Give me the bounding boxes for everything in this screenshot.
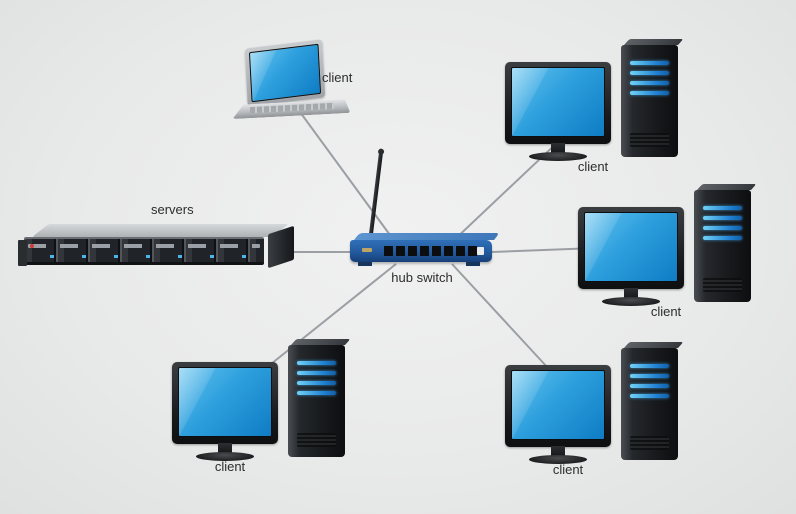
desktop-client-top-right: client [505, 45, 681, 177]
hub-logo [362, 248, 372, 252]
laptop-lid [244, 39, 326, 107]
tower-led [297, 391, 336, 395]
server-bay-handles [28, 244, 260, 248]
node-label: client [322, 70, 353, 85]
hub-switch-node: hub switch [342, 152, 502, 297]
server-rack-ear [18, 240, 27, 266]
edge-hub-desktop-bottom-right [451, 263, 549, 369]
computer-tower [621, 348, 678, 460]
computer-tower [694, 190, 751, 302]
server-front-bays [24, 237, 264, 265]
server-status-light [30, 244, 34, 248]
tower-led [703, 216, 742, 220]
server-bay-lights [50, 255, 262, 258]
laptop-client-node: client [232, 39, 372, 136]
tower-led [630, 384, 669, 388]
monitor-stand [624, 288, 638, 299]
desktop-client-right: client [578, 190, 754, 322]
antenna [368, 152, 383, 243]
desktop-client-bottom-right: client [505, 348, 681, 480]
tower-vent [630, 436, 669, 450]
node-label: client [214, 459, 246, 474]
monitor-base [196, 452, 254, 461]
monitor-screen [178, 367, 272, 437]
monitor-base [529, 455, 587, 464]
tower-led [297, 371, 336, 375]
tower-led [630, 91, 669, 95]
node-label: client [650, 304, 682, 319]
server-end-cap [268, 225, 294, 269]
computer-tower [288, 345, 345, 457]
tower-vent [630, 133, 669, 147]
hub-body [350, 240, 492, 262]
node-label: client [577, 159, 609, 174]
tower-led [703, 206, 742, 210]
node-label: servers [151, 202, 194, 217]
node-label: hub switch [391, 270, 453, 285]
monitor-base [602, 297, 660, 306]
laptop-screen [248, 43, 322, 103]
monitor [578, 207, 684, 289]
tower-led [630, 394, 669, 398]
monitor [172, 362, 278, 444]
monitor [505, 62, 611, 144]
tower-led [297, 381, 336, 385]
monitor [505, 365, 611, 447]
monitor-stand [218, 443, 232, 454]
tower-led [630, 364, 669, 368]
hub-foot [466, 262, 480, 266]
monitor-screen [584, 212, 678, 282]
tower-led [703, 236, 742, 240]
tower-vent [297, 433, 336, 447]
tower-led [630, 71, 669, 75]
tower-led [297, 361, 336, 365]
tower-led [630, 61, 669, 65]
monitor-base [529, 152, 587, 161]
hub-indicator-light [477, 247, 484, 255]
server-top-face [32, 224, 289, 237]
monitor-stand [551, 143, 565, 154]
tower-led [630, 374, 669, 378]
tower-vent [703, 278, 742, 292]
tower-led [630, 81, 669, 85]
tower-led [703, 226, 742, 230]
node-label: client [552, 462, 584, 477]
desktop-client-bottom-left: client [172, 345, 348, 477]
monitor-screen [511, 370, 605, 440]
servers-node: servers [18, 200, 296, 280]
monitor-stand [551, 446, 565, 457]
edge-hub-laptop [299, 111, 399, 247]
hub-foot [358, 262, 372, 266]
computer-tower [621, 45, 678, 157]
hub-ports [384, 246, 480, 256]
monitor-screen [511, 67, 605, 137]
